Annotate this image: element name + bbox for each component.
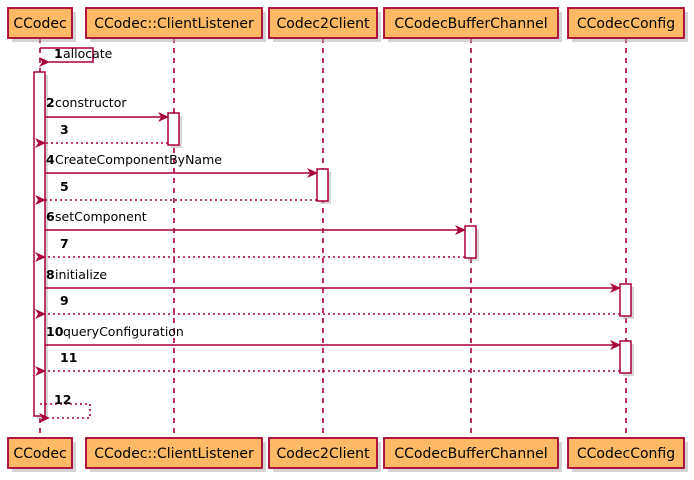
box-fill bbox=[85, 7, 263, 39]
activation-fill bbox=[33, 71, 46, 417]
message-sequence-number: 10 bbox=[46, 324, 64, 339]
activation-fill bbox=[167, 112, 180, 146]
box-fill bbox=[567, 7, 685, 39]
message-3[interactable]: 3 bbox=[35, 122, 168, 148]
message-sequence-number: 11 bbox=[60, 350, 77, 365]
activation-fill bbox=[464, 225, 477, 259]
activation-bar-codecconfig bbox=[619, 340, 634, 376]
message-sequence-number: 3 bbox=[60, 122, 69, 137]
message-label: setComponent bbox=[55, 209, 147, 224]
activation-fill bbox=[619, 283, 632, 317]
participant-label: CCodecConfig bbox=[577, 16, 675, 32]
message-label: initialize bbox=[55, 267, 107, 282]
message-12[interactable]: 12 bbox=[39, 392, 91, 423]
activation-fill bbox=[619, 340, 632, 374]
self-message-path bbox=[39, 403, 91, 423]
participant-label: CCodec bbox=[13, 446, 66, 462]
message-sequence-number: 6 bbox=[46, 209, 55, 224]
message-label: CreateComponentByName bbox=[55, 152, 222, 167]
message-sequence-number: 12 bbox=[54, 392, 71, 407]
participant-label: CCodecBufferChannel bbox=[394, 16, 547, 32]
participant-box-bufferchannel[interactable]: CCodecBufferChannel bbox=[383, 7, 562, 42]
activations-group bbox=[33, 71, 634, 419]
participant-label: CCodec::ClientListener bbox=[94, 16, 254, 32]
message-11[interactable]: 11 bbox=[35, 350, 620, 376]
participant-label: CCodecBufferChannel bbox=[394, 446, 547, 462]
box-fill bbox=[383, 437, 559, 469]
message-label: allocate bbox=[63, 46, 113, 61]
participant-box-clientlistener[interactable]: CCodec::ClientListener bbox=[85, 437, 266, 472]
participant-label: CCodec bbox=[13, 16, 66, 32]
participant-box-codec2client[interactable]: Codec2Client bbox=[268, 437, 381, 472]
activation-bar-codecconfig bbox=[619, 283, 634, 319]
box-fill bbox=[7, 7, 73, 39]
box-fill bbox=[7, 437, 73, 469]
participant-label: CCodec::ClientListener bbox=[94, 446, 254, 462]
participant-box-codecconfig[interactable]: CCodecConfig bbox=[567, 437, 688, 472]
message-sequence-number: 8 bbox=[46, 267, 55, 282]
box-fill bbox=[383, 7, 559, 39]
message-sequence-number: 9 bbox=[60, 293, 69, 308]
message-sequence-number: 2 bbox=[46, 95, 55, 110]
box-fill bbox=[567, 437, 685, 469]
participant-box-codec2client[interactable]: Codec2Client bbox=[268, 7, 381, 42]
participant-footer-boxes: CCodec CCodec::ClientListener Codec2Client… bbox=[7, 437, 688, 472]
participant-label: Codec2Client bbox=[277, 16, 370, 32]
message-9[interactable]: 9 bbox=[35, 293, 620, 319]
activation-bar-ccodec bbox=[33, 71, 48, 419]
participant-box-bufferchannel[interactable]: CCodecBufferChannel bbox=[383, 437, 562, 472]
participant-box-ccodec[interactable]: CCodec bbox=[7, 7, 76, 42]
participant-label: Codec2Client bbox=[277, 446, 370, 462]
message-sequence-number: 7 bbox=[60, 236, 69, 251]
message-sequence-number: 5 bbox=[60, 179, 69, 194]
box-fill bbox=[268, 437, 378, 469]
message-label: queryConfiguration bbox=[63, 324, 184, 339]
participant-label: CCodecConfig bbox=[577, 446, 675, 462]
message-5[interactable]: 5 bbox=[35, 179, 317, 205]
message-label: constructor bbox=[55, 95, 127, 110]
box-fill bbox=[268, 7, 378, 39]
participant-box-clientlistener[interactable]: CCodec::ClientListener bbox=[85, 7, 266, 42]
self-message-path bbox=[39, 47, 94, 67]
box-fill bbox=[85, 437, 263, 469]
message-sequence-number: 4 bbox=[46, 152, 55, 167]
activation-fill bbox=[316, 168, 329, 202]
activation-bar-codec2client bbox=[316, 168, 331, 204]
participant-box-ccodec[interactable]: CCodec bbox=[7, 437, 76, 472]
message-7[interactable]: 7 bbox=[35, 236, 465, 262]
participant-box-codecconfig[interactable]: CCodecConfig bbox=[567, 7, 688, 42]
lifelines-group bbox=[39, 38, 627, 438]
message-sequence-number: 1 bbox=[54, 46, 63, 61]
activation-bar-clientlistener bbox=[167, 112, 182, 148]
activation-bar-bufferchannel bbox=[464, 225, 479, 261]
participant-header-boxes: CCodec CCodec::ClientListener Codec2Client… bbox=[7, 7, 688, 42]
